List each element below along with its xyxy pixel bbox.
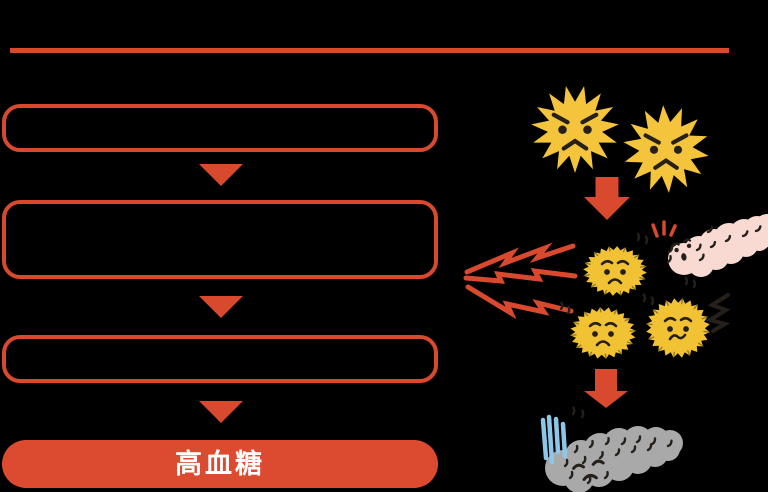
impact-bolt-icon-2 — [463, 267, 578, 284]
down-arrow-icon-2 — [584, 369, 628, 408]
stressed-cell-icon-2 — [569, 306, 637, 360]
impact-bolt-icon-3 — [465, 284, 574, 320]
stressed-cell-icon-3 — [645, 297, 711, 359]
flow-arrow-down-icon-2 — [199, 296, 243, 318]
surprise-mark-icon — [651, 220, 677, 238]
sweat-drops-icon — [559, 232, 697, 419]
exhausted-cell-icon — [545, 426, 683, 492]
stressed-cell-icon-1 — [583, 246, 647, 296]
impact-bolt-icon-1 — [464, 242, 576, 275]
angry-virus-icon-2 — [623, 105, 709, 193]
down-arrow-icon-1 — [584, 177, 630, 220]
flow-arrow-down-icon-3 — [199, 401, 243, 423]
result-box: 高血糖 — [2, 440, 438, 488]
title-underline — [10, 48, 729, 53]
tear-streaks-icon — [540, 414, 568, 465]
flow-step-box-1 — [2, 104, 438, 152]
flow-step-box-3 — [2, 335, 438, 383]
result-label: 高血糖 — [175, 448, 265, 479]
angry-virus-icon-1 — [531, 86, 619, 173]
flow-step-box-2 — [2, 200, 438, 279]
flow-arrow-down-icon-1 — [199, 164, 243, 186]
anger-mark-icon — [705, 293, 731, 333]
shocked-cell-icon — [666, 214, 768, 277]
